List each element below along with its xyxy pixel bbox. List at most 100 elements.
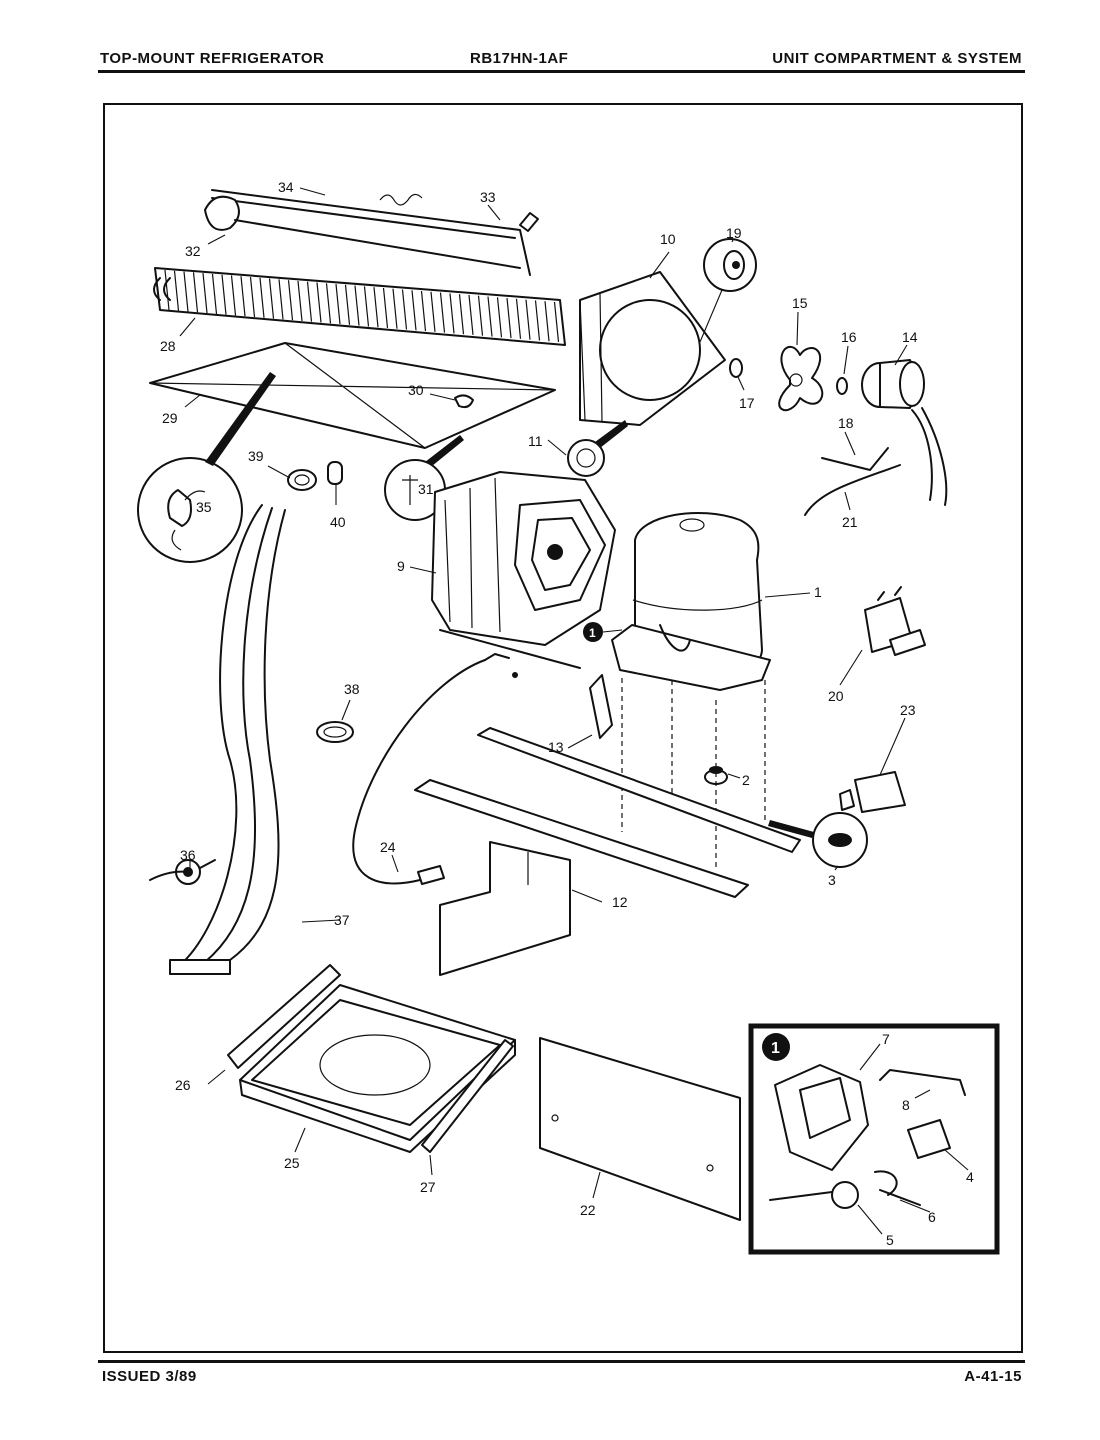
header-rule [98,70,1025,73]
condenser-fin [240,276,246,317]
condenser-fin [553,301,560,343]
condenser-fin [164,269,170,311]
condenser-fin [259,277,265,318]
label-28: 28 [160,338,176,354]
condenser-fin [230,275,237,316]
label-20: 20 [828,688,844,704]
part-21-wire [804,464,901,516]
part-10-fan-shroud [579,271,726,426]
label-37: 37 [334,912,350,928]
callout-labels: 34 33 32 28 29 30 10 19 15 16 14 17 11 1… [160,179,974,1248]
label-18: 18 [838,415,854,431]
condenser-fin [316,282,322,323]
condenser-fin [325,283,332,324]
leader-lines [179,187,969,1235]
label-14: 14 [902,329,918,345]
condenser-fin [506,298,512,339]
label-24: 24 [380,839,396,855]
label-33: 33 [480,189,496,205]
part-27-rod [421,1039,514,1153]
condenser-fin [525,299,531,340]
label-5: 5 [886,1232,894,1248]
part-12-base-rails [414,727,801,976]
condenser-fin [534,300,541,341]
footer-rule [98,1360,1025,1363]
part-29-panel [149,342,556,449]
part-24-power-cord [352,653,518,885]
label-39: 39 [248,448,264,464]
condenser-fin [373,287,379,328]
part-23-switch [839,771,906,813]
label-15: 15 [792,295,808,311]
condenser-fin [221,274,227,315]
condenser-fin [468,294,474,336]
label-26: 26 [175,1077,191,1093]
label-7: 7 [882,1031,890,1047]
label-2: 2 [742,772,750,788]
condenser-fin [382,287,389,328]
condenser-fin [439,292,446,333]
label-27: 27 [420,1179,436,1195]
inset-detail-box [748,1023,1000,1255]
label-22: 22 [580,1202,596,1218]
condenser-fin [449,293,455,334]
label-12: 12 [612,894,628,910]
label-21: 21 [842,514,858,530]
condenser-fin [335,283,341,325]
part-1-compressor [611,511,771,691]
condenser-fin [458,294,465,335]
part-25-drain-pan [239,984,516,1153]
part-17-nut [729,358,743,378]
condenser-fin [515,298,522,339]
condenser-fin [306,281,313,322]
label-32: 32 [185,243,201,259]
condenser-fin [392,288,398,329]
label-13: 13 [548,739,564,755]
footer-page-code: A-41-15 [964,1368,1022,1385]
condenser-fin [297,280,303,321]
part-11-bushing [567,420,628,477]
part-13-drier [589,674,613,739]
condenser-fin [363,286,370,327]
part-30-clip [454,394,474,409]
label-17: 17 [739,395,755,411]
condenser-fin [411,290,417,331]
label-16: 16 [841,329,857,345]
detail-circle-35 [137,372,276,563]
label-11: 11 [528,433,543,449]
condenser-fin [430,291,436,332]
condenser-fin [496,297,503,338]
part-28-condenser [153,267,566,346]
label-36: 36 [180,847,196,863]
condenser-fin [344,284,351,325]
main-marker-label: 1 [589,626,596,640]
label-29: 29 [162,410,178,426]
detail-circle-19 [699,238,757,343]
part-32-fitting [204,195,521,269]
part-15-fan-blade [778,345,824,412]
label-35: 35 [196,499,212,515]
condenser-fin [278,279,284,320]
label-34: 34 [278,179,294,195]
part-16-washer [836,377,848,395]
condenser-fin [354,285,360,326]
label-30: 30 [408,382,424,398]
label-38: 38 [344,681,360,697]
diagram-frame [103,103,1023,1353]
label-1: 1 [814,584,822,600]
inset-marker [583,622,623,642]
label-25: 25 [284,1155,300,1171]
label-8: 8 [902,1097,910,1113]
condenser-fin [192,272,199,313]
condenser-fin [173,270,180,311]
label-31: 31 [418,481,434,497]
label-23: 23 [900,702,916,718]
label-4: 4 [966,1169,974,1185]
footer-issue-date: ISSUED 3/89 [102,1368,197,1385]
part-38-clamp [316,721,354,743]
condenser-fin [183,271,189,312]
label-6: 6 [928,1209,936,1225]
part-18-bracket [821,447,889,471]
label-10: 10 [660,231,676,247]
